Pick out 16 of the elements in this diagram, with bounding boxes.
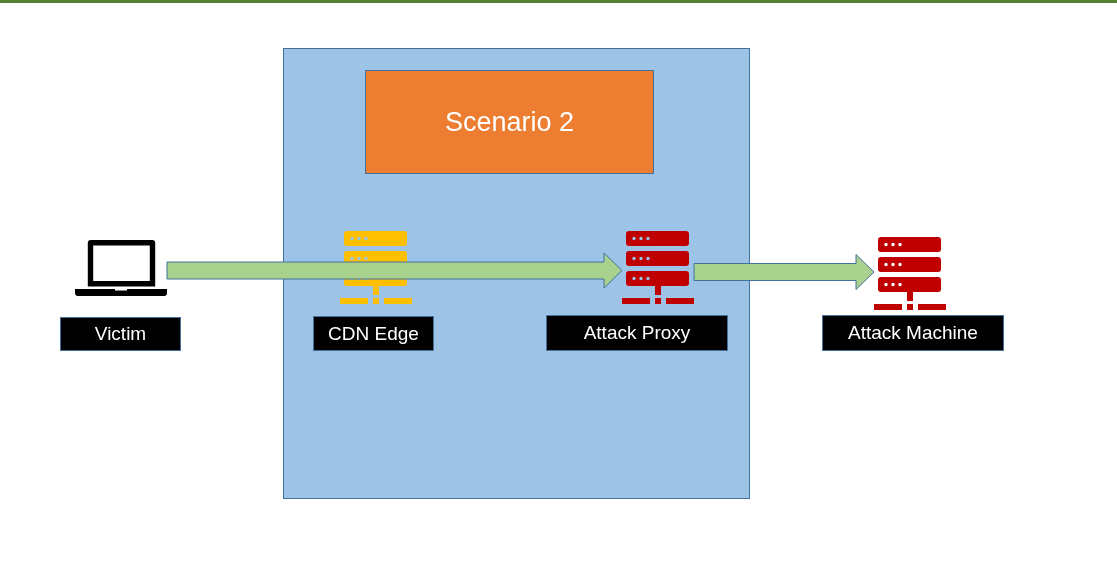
- device-name: Attack Proxy: [583, 322, 691, 344]
- device-name: CDN Edge: [328, 322, 419, 345]
- label-tag: [822, 315, 1004, 351]
- scenario-title: Scenario 2: [444, 106, 575, 138]
- server-icon: [622, 230, 694, 305]
- device-name: Victim: [94, 323, 147, 345]
- label-tag: [313, 316, 434, 351]
- zone-panel: [283, 48, 750, 499]
- laptop-icon: [75, 240, 167, 296]
- label-tag: [546, 315, 728, 351]
- label-tag: [60, 317, 181, 351]
- block-arrow: [166, 252, 623, 289]
- server-icon: [874, 236, 946, 311]
- device-name: Attack Machine: [848, 322, 978, 344]
- scenario-box: [365, 70, 654, 174]
- block-arrow: [693, 254, 875, 290]
